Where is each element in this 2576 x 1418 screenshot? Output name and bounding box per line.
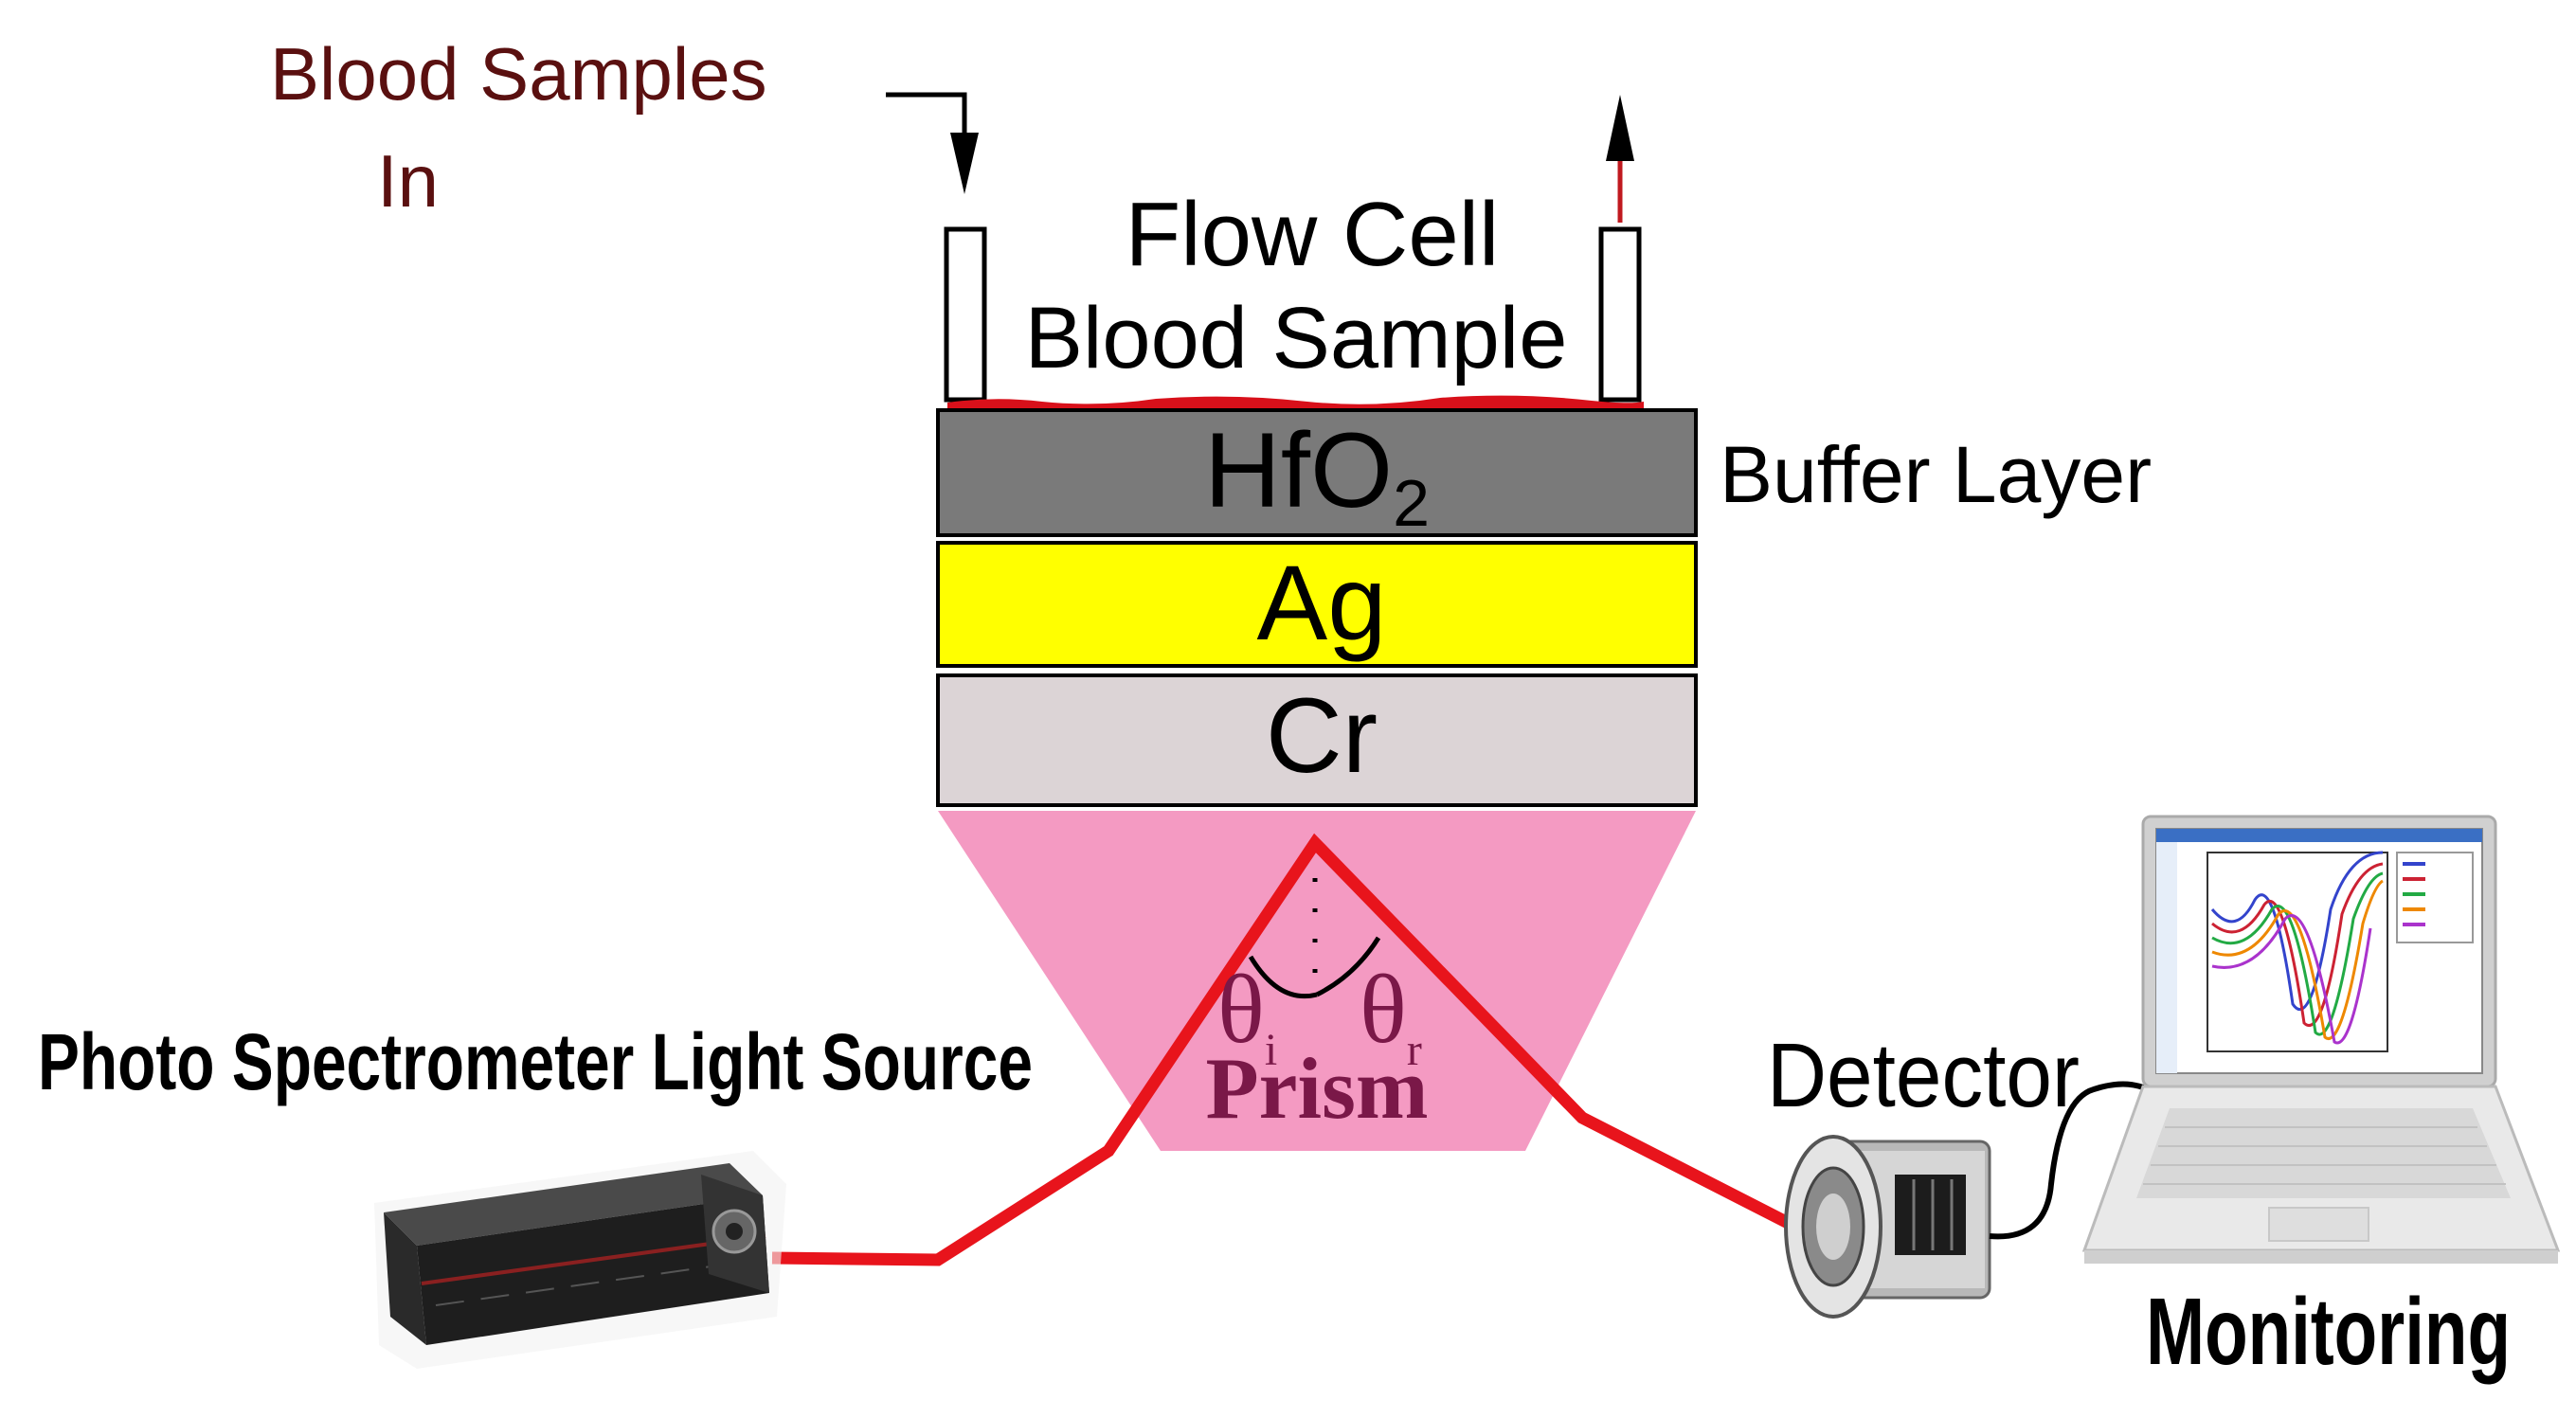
theta-r-label: θr <box>1360 955 1422 1075</box>
laser-device-icon <box>374 1151 786 1369</box>
arrow-up-icon <box>1606 95 1634 161</box>
inlet-tube <box>944 226 987 403</box>
flow-cell <box>886 92 1644 410</box>
layer-stack <box>936 408 1698 807</box>
flow-cell-label: Flow Cell <box>1126 184 1500 285</box>
ag-layer <box>936 541 1698 668</box>
laser-beam <box>771 833 1798 1266</box>
theta-r-subscript: r <box>1407 1025 1422 1075</box>
blood-film <box>947 395 1644 410</box>
inlet-line <box>886 92 967 133</box>
angle-arc-right <box>1315 936 1381 997</box>
in-label: In <box>377 139 439 223</box>
prism <box>938 811 1696 1151</box>
hfo2-layer <box>936 408 1698 537</box>
outlet-tube <box>1598 226 1642 403</box>
detector-cable <box>1989 1081 2145 1240</box>
theta-i-subscript: i <box>1265 1025 1277 1075</box>
theta-r-symbol: θ <box>1360 955 1407 1064</box>
buffer-layer-label: Buffer Layer <box>1720 430 2152 519</box>
hfo2-subscript: 2 <box>1393 466 1430 540</box>
detector-device-icon <box>1784 1135 1991 1319</box>
monitoring-label: Monitoring <box>2146 1279 2511 1385</box>
hfo2-label: HfO2 <box>1204 411 1430 540</box>
light-source-label: Photo Spectrometer Light Source <box>38 1017 1033 1106</box>
theta-i-symbol: θ <box>1217 955 1265 1064</box>
detector-label: Detector <box>1767 1025 2080 1126</box>
cr-label: Cr <box>1266 676 1378 795</box>
theta-i-label: θi <box>1217 955 1277 1075</box>
hfo2-main: HfO <box>1204 411 1393 530</box>
laptop-icon <box>2081 815 2561 1264</box>
screen-plot <box>2207 851 2474 1052</box>
blood-sample-label: Blood Sample <box>1025 290 1568 386</box>
ag-label: Ag <box>1257 544 1387 662</box>
arrow-down-icon <box>950 133 979 194</box>
blood-samples-label: Blood Samples <box>270 32 767 116</box>
cr-layer <box>936 673 1698 807</box>
prism-label: Prism <box>1205 1040 1428 1137</box>
angle-arc-left <box>1248 955 1318 999</box>
